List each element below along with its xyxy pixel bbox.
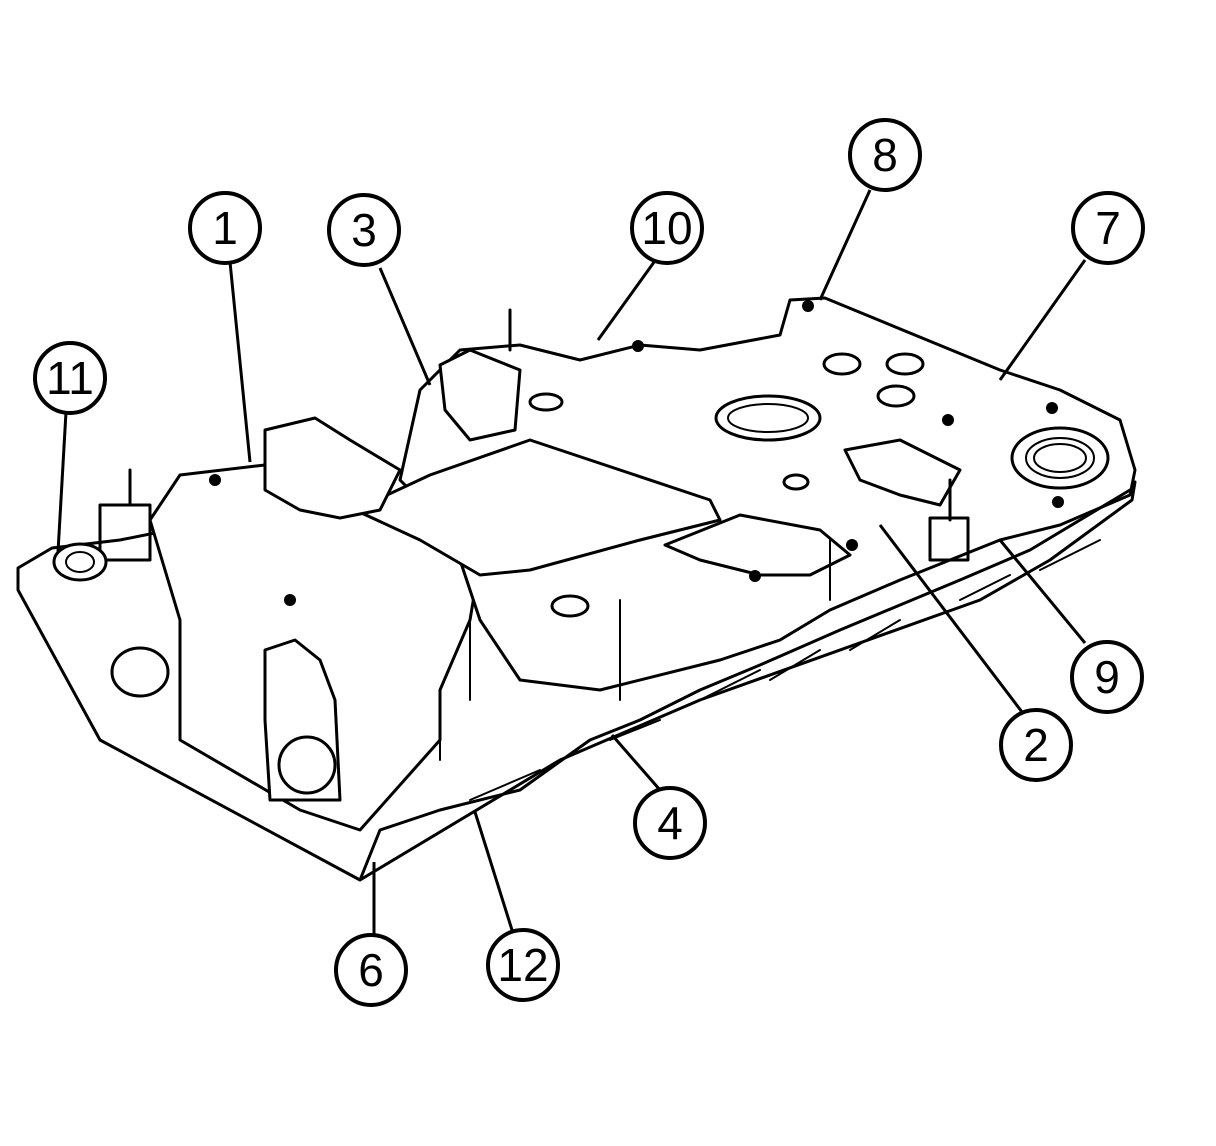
threaded-boss-inner [1025, 437, 1095, 479]
center-bore-inner [727, 403, 809, 433]
callout-10-label: 10 [641, 202, 692, 254]
threaded-boss-thread [1033, 443, 1087, 473]
callout-6: 6 [334, 933, 408, 1007]
depth-lines [179, 539, 831, 761]
leader-9 [998, 539, 1087, 644]
plate-hole [885, 352, 925, 376]
left-corner-boss-inner [65, 551, 95, 573]
channel-cavity-3 [843, 438, 962, 507]
leader-2 [878, 524, 1024, 713]
callout-9-label: 9 [1094, 651, 1120, 703]
lower-left-boss [110, 646, 170, 698]
plate-hole [822, 352, 862, 376]
front-gasket-ribs [358, 488, 1132, 882]
callout-9: 9 [1070, 640, 1144, 714]
leader-lines [56, 189, 1087, 935]
raised-block-center [438, 348, 522, 442]
leader-10 [596, 257, 659, 341]
callout-3: 3 [327, 193, 401, 267]
upper-separator-plate [398, 296, 1137, 692]
callout-2-label: 2 [1023, 719, 1049, 771]
callout-8-label: 8 [872, 129, 898, 181]
valve-body-assembly [16, 296, 1137, 882]
callout-1-label: 1 [212, 202, 238, 254]
leader-8 [818, 189, 872, 301]
left-stud [98, 468, 152, 562]
callout-8: 8 [848, 118, 922, 192]
raised-block-left [263, 416, 402, 520]
bolt-hole [1046, 402, 1058, 414]
leader-3 [378, 267, 432, 386]
leader-1 [228, 261, 252, 463]
left-corner-boss [52, 542, 108, 582]
bolt-hole [942, 414, 954, 426]
callout-6-label: 6 [358, 944, 384, 996]
callout-1: 1 [188, 191, 262, 265]
callout-2: 2 [999, 708, 1073, 782]
callout-10: 10 [630, 191, 704, 265]
callout-4: 4 [633, 786, 707, 860]
callout-7: 7 [1071, 191, 1145, 265]
bolt-hole [802, 300, 814, 312]
callout-11: 11 [33, 341, 107, 415]
center-bore [714, 394, 822, 442]
bolt-hole [846, 539, 858, 551]
plate-hole [782, 473, 810, 491]
plate-hole [528, 392, 564, 412]
gasket-rib-detail [469, 539, 1101, 801]
leader-11 [56, 411, 68, 553]
callout-12: 12 [486, 928, 560, 1002]
callout-7-label: 7 [1095, 202, 1121, 254]
bolt-hole [209, 474, 221, 486]
bolt-hole [749, 570, 761, 582]
callout-3-label: 3 [351, 204, 377, 256]
bolt-hole [284, 594, 296, 606]
callout-11-label: 11 [46, 352, 94, 404]
plate-hole [876, 384, 916, 408]
center-right-stud [928, 478, 970, 562]
bolt-hole [632, 340, 644, 352]
leader-4 [610, 734, 662, 791]
leader-12 [473, 811, 514, 931]
leader-7 [998, 259, 1087, 381]
side-plug [277, 735, 337, 795]
callout-4-label: 4 [657, 797, 683, 849]
callouts: 1 3 10 8 7 11 9 2 [33, 118, 1145, 1007]
plate-hole [550, 594, 590, 618]
bolt-hole [1052, 496, 1064, 508]
callout-12-label: 12 [497, 939, 548, 991]
channel-cavity-1 [353, 438, 722, 577]
